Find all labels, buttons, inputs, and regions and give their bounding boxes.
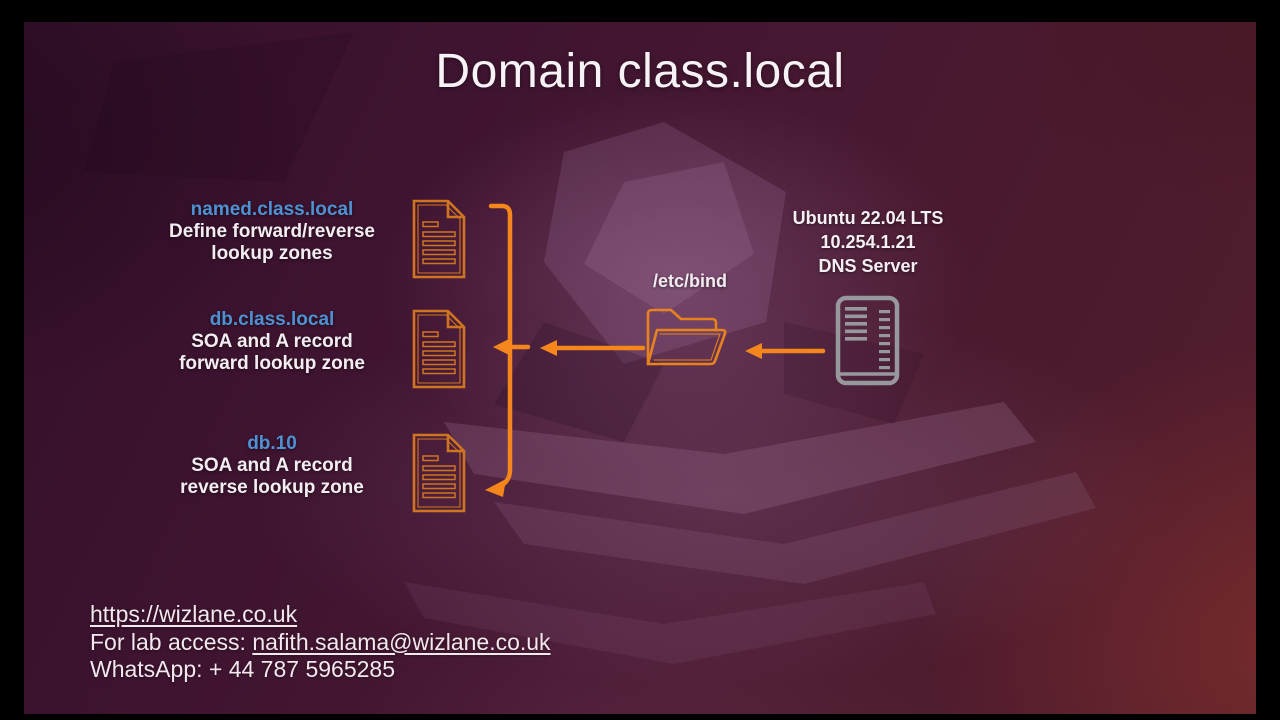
document-icon <box>412 199 466 279</box>
zone-file-desc-line: reverse lookup zone <box>180 477 364 498</box>
page-title: Domain class.local <box>435 45 845 98</box>
zone-file-label-named: named.class.local Define forward/reverse… <box>130 199 414 265</box>
whatsapp-text: WhatsApp: + 44 787 5965285 <box>90 656 395 682</box>
zone-file-label-db-class: db.class.local SOA and A record forward … <box>130 309 414 375</box>
zone-file-name: named.class.local <box>190 199 354 220</box>
website-link[interactable]: https://wizlane.co.uk <box>90 601 298 627</box>
lab-access-text: For lab access: <box>90 628 253 655</box>
email-link[interactable]: nafith.salama@wizlane.co.uk <box>252 628 551 655</box>
zone-file-desc-line: SOA and A record <box>191 331 353 352</box>
document-icon <box>412 433 466 513</box>
server-role-line: DNS Server <box>818 256 918 276</box>
document-icon <box>412 309 466 389</box>
server-label: Ubuntu 22.04 LTS 10.254.1.21 DNS Server <box>768 206 968 278</box>
server-icon <box>835 295 900 386</box>
zone-file-name: db.10 <box>247 433 297 454</box>
zone-file-desc-line: lookup zones <box>211 243 333 264</box>
footer-contact-block: https://wizlane.co.uk For lab access: na… <box>90 601 551 684</box>
folder-path-label: /etc/bind <box>652 271 727 291</box>
zone-file-desc-line: Define forward/reverse <box>169 221 375 242</box>
zone-file-name: db.class.local <box>209 309 335 330</box>
server-ip-line: 10.254.1.21 <box>820 232 916 252</box>
folder-icon <box>646 308 727 366</box>
server-os-line: Ubuntu 22.04 LTS <box>792 208 944 228</box>
zone-file-desc-line: SOA and A record <box>191 455 353 476</box>
zone-file-label-db-10: db.10 SOA and A record reverse lookup zo… <box>130 433 414 499</box>
zone-file-desc-line: forward lookup zone <box>179 353 365 374</box>
